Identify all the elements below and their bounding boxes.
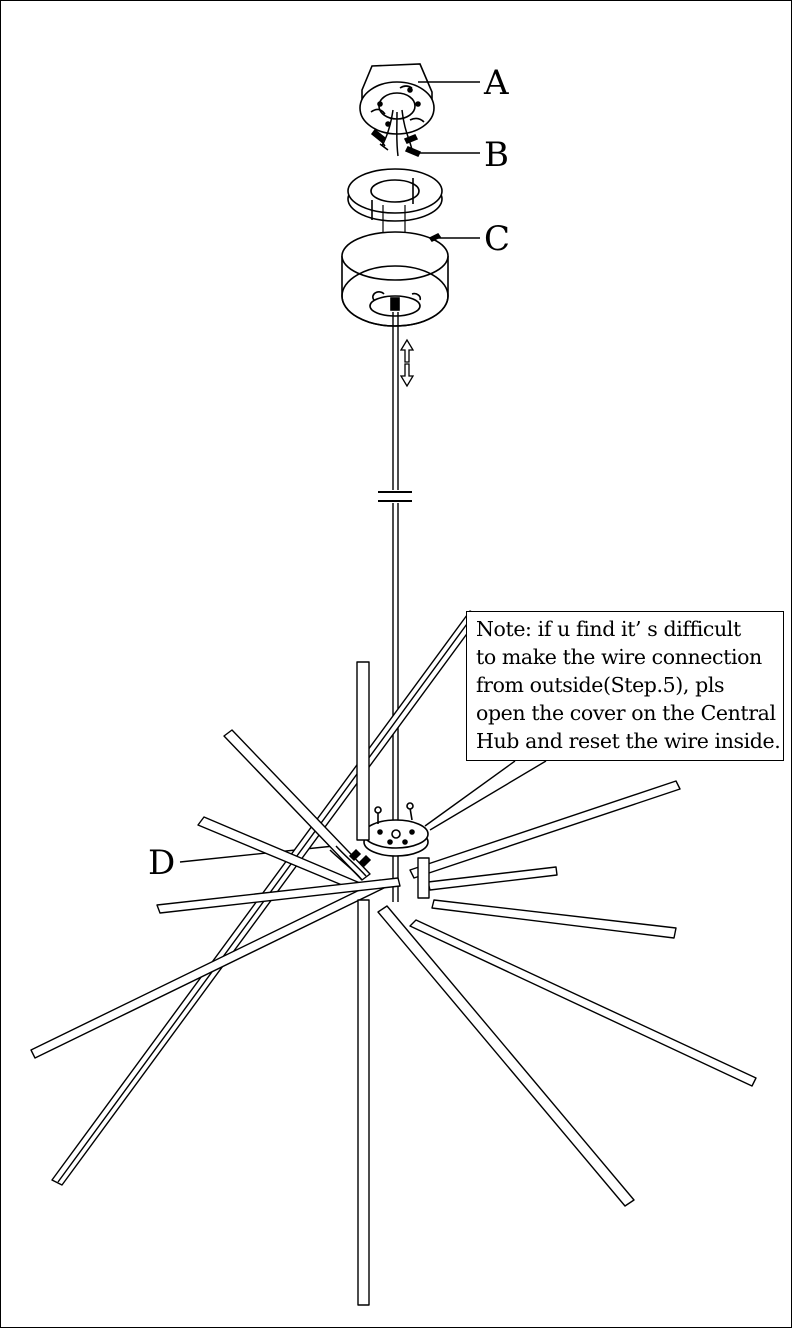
suspension-cable: [378, 312, 412, 902]
supply-wires: [378, 109, 413, 157]
mounting-bracket: [359, 63, 435, 135]
label-b: B: [484, 135, 509, 175]
canopy-ring: [347, 168, 443, 234]
central-hub-cover: [363, 802, 429, 857]
note-line: open the cover on the Central: [476, 701, 776, 725]
radiating-led-bars: [30, 610, 757, 1306]
leader-lines: [179, 81, 547, 863]
note-line: Note: if u find it’ s difficult: [476, 617, 741, 641]
wire-connectors: [370, 128, 422, 157]
canopy-cover: [341, 231, 449, 327]
hub-wires: [329, 845, 372, 881]
note-line: to make the wire connection: [476, 645, 762, 669]
label-a: A: [483, 63, 509, 103]
note-line: Hub and reset the wire inside.: [476, 729, 781, 753]
label-c: C: [484, 219, 510, 259]
label-d: D: [148, 843, 175, 883]
note-line: from outside(Step.5), pls: [476, 673, 725, 697]
note-box: Note: if u find it’ s difficult to make …: [466, 611, 784, 761]
adjust-arrow-icon: [399, 338, 415, 388]
